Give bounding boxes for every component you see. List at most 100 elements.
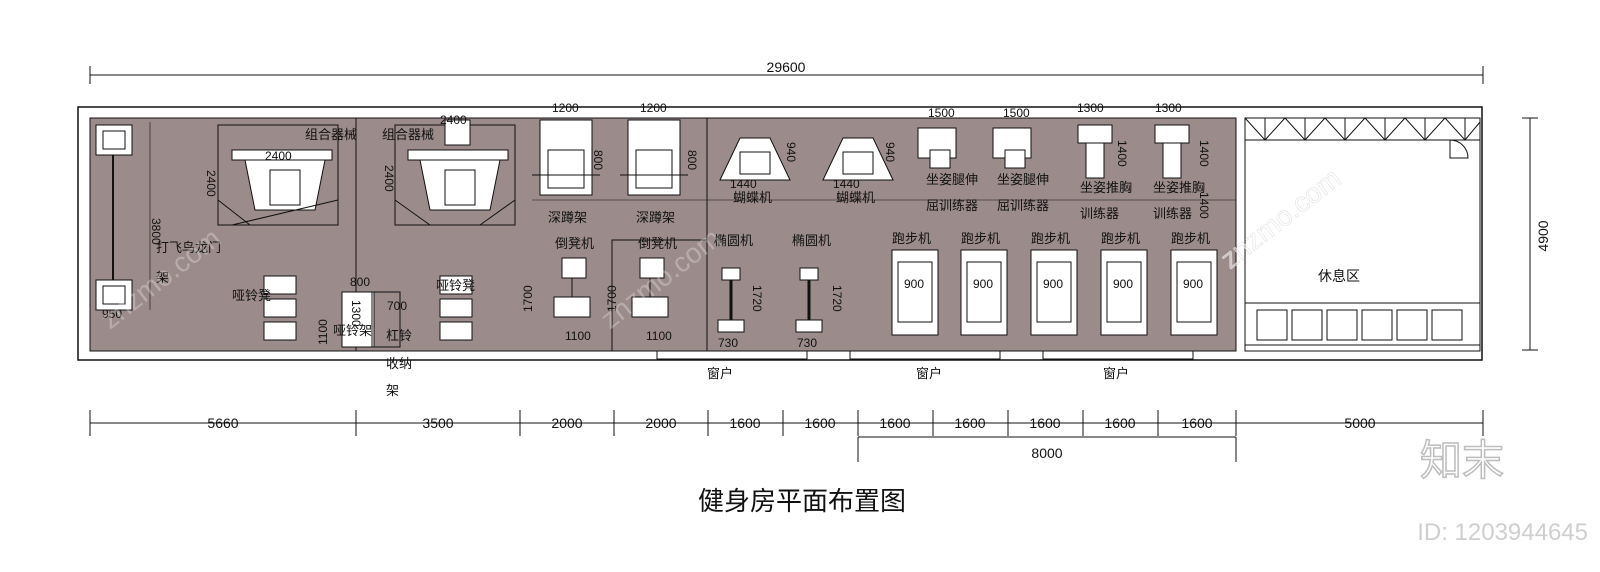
dim-940-b: 940 <box>883 142 897 162</box>
dim-1200-b: 1200 <box>640 101 667 115</box>
barbell-rack-label-3: 架 <box>386 384 399 399</box>
window-3 <box>1042 350 1194 360</box>
drawing-title: 健身房平面布置图 <box>698 487 906 517</box>
window-label-3: 窗户 <box>1103 366 1129 382</box>
windows <box>656 350 1194 360</box>
dim-1600-c: 1600 <box>879 415 910 431</box>
dumbbell-benches <box>263 275 473 341</box>
chest-press-label-1a: 坐姿推胸 <box>1080 180 1132 196</box>
dim-1400-a: 1400 <box>1115 140 1129 167</box>
incline-label-1: 倒凳机 <box>555 236 594 252</box>
dim-3800: 3800 <box>149 218 163 245</box>
dim-1500-b: 1500 <box>1003 106 1030 120</box>
treadmill-label-5: 跑步机 <box>1171 232 1210 247</box>
overall-height-label: 4900 <box>1535 220 1551 251</box>
dim-2400-b: 2400 <box>204 170 218 197</box>
dim-2400-c: 2400 <box>440 113 467 127</box>
dim-1440-b: 1440 <box>833 177 860 191</box>
watermark-id: ID: 1203944645 <box>1417 519 1588 546</box>
barbell-rack-label-2: 收纳 <box>386 357 412 372</box>
dim-1300: 1300 <box>349 300 363 327</box>
squat-rack-label-2: 深蹲架 <box>636 211 675 226</box>
dim-1600-e: 1600 <box>1029 415 1060 431</box>
dim-1200-a: 1200 <box>552 101 579 115</box>
overall-width-dimension: 29600 <box>89 59 1484 84</box>
dim-900-d: 900 <box>1113 277 1133 291</box>
dim-1500-a: 1500 <box>928 106 955 120</box>
dumbbell-bench-label-2: 哑铃凳 <box>436 278 475 294</box>
treadmill-label-2: 跑步机 <box>961 232 1000 247</box>
dim-1600-a: 1600 <box>729 415 760 431</box>
chest-press-machines <box>1077 124 1190 179</box>
butterfly-label-1: 蝴蝶机 <box>733 191 772 206</box>
cable-crossover-label-1: 打飞鸟龙门 <box>156 240 221 256</box>
dumbbell-bench-label-1: 哑铃凳 <box>232 288 271 304</box>
dim-1600-b: 1600 <box>804 415 835 431</box>
rest-area-furniture <box>1244 117 1481 346</box>
dim-1700-b: 1700 <box>605 285 619 312</box>
rest-area-label: 休息区 <box>1318 268 1360 285</box>
chest-press-label-1b: 训练器 <box>1080 207 1119 222</box>
dim-2000-a: 2000 <box>551 415 582 431</box>
dim-2400-a: 2400 <box>265 149 292 163</box>
dim-1700-a: 1700 <box>521 285 535 312</box>
combo-machine-2 <box>394 119 516 226</box>
dim-800: 800 <box>350 275 370 289</box>
incline-machines <box>553 257 669 318</box>
window-label-1: 窗户 <box>707 366 733 382</box>
dim-900-e: 900 <box>1183 277 1203 291</box>
dim-3500: 3500 <box>422 415 453 431</box>
dim-1100-a: 1100 <box>316 319 330 345</box>
dim-1400-b: 1400 <box>1197 140 1211 167</box>
squat-rack-label-1: 深蹲架 <box>548 211 587 226</box>
dim-730-b: 730 <box>797 336 817 350</box>
overall-width-label: 29600 <box>767 59 806 75</box>
dim-1300-a: 1300 <box>1077 101 1104 115</box>
elliptical-machines <box>717 267 823 333</box>
dim-1600-d: 1600 <box>954 415 985 431</box>
dim-1600-g: 1600 <box>1181 415 1212 431</box>
dim-900-c: 900 <box>1043 277 1063 291</box>
leg-ext-label-1b: 屈训练器 <box>926 199 978 214</box>
dim-1300-b: 1300 <box>1155 101 1182 115</box>
dim-5660: 5660 <box>207 415 238 431</box>
dim-800-b: 800 <box>685 150 699 170</box>
window-2 <box>849 350 1001 360</box>
treadmill-label-1: 跑步机 <box>892 232 931 247</box>
sub-dimension <box>857 436 1237 462</box>
overall-height-dimension: 4900 <box>1522 117 1551 351</box>
dim-940-a: 940 <box>784 142 798 162</box>
dim-1440-a: 1440 <box>730 177 757 191</box>
dim-8000: 8000 <box>1031 445 1062 461</box>
dim-2000-b: 2000 <box>645 415 676 431</box>
squat-racks <box>532 119 688 196</box>
dim-730-a: 730 <box>718 336 738 350</box>
elliptical-label-1: 椭圆机 <box>714 233 753 249</box>
dim-1720-a: 1720 <box>750 285 764 312</box>
combo-label-2: 组合器械 <box>382 128 434 143</box>
elliptical-label-2: 椭圆机 <box>792 233 831 249</box>
chest-press-label-2a: 坐姿推胸 <box>1153 180 1205 196</box>
dim-2400-d: 2400 <box>382 165 396 192</box>
dim-5000: 5000 <box>1344 415 1375 431</box>
butterfly-machines <box>719 137 894 181</box>
combo-label-1: 组合器械 <box>305 128 357 143</box>
leg-ext-label-1a: 坐姿腿伸 <box>926 172 978 188</box>
partitions <box>355 118 1237 352</box>
dim-950: 950 <box>102 307 122 321</box>
treadmill-label-4: 跑步机 <box>1101 232 1140 247</box>
dim-1100-b: 1100 <box>565 329 591 343</box>
incline-label-2: 倒凳机 <box>638 236 677 252</box>
watermark-brand: 知末 <box>1420 436 1504 485</box>
dim-1400-c: 1400 <box>1197 192 1211 219</box>
window-1 <box>656 350 808 360</box>
butterfly-label-2: 蝴蝶机 <box>836 191 875 206</box>
barbell-rack-label-1: 杠铃 <box>386 328 412 344</box>
bottom-dimension-chain <box>89 410 1484 436</box>
cable-crossover <box>95 122 151 311</box>
dim-1720-b: 1720 <box>830 285 844 312</box>
dim-1100-c: 1100 <box>646 329 672 343</box>
dumbbell-rack-label: 哑铃架 <box>333 324 372 339</box>
dim-700: 700 <box>387 299 407 313</box>
